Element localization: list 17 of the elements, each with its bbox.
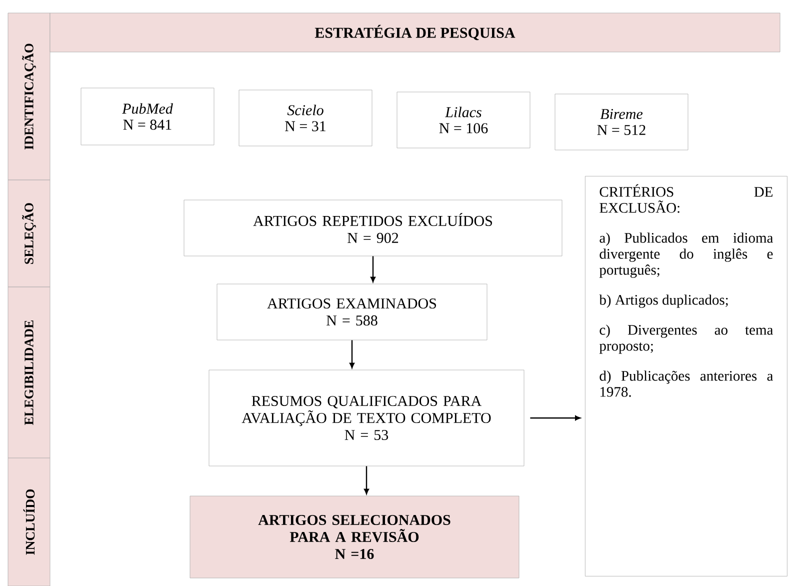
database-box: Bireme N = 512 — [554, 94, 688, 150]
process-box: ARTIGOS REPETIDOS EXCLUÍDOS N = 902 — [184, 200, 562, 256]
database-box: Lilacs N = 106 — [396, 92, 530, 148]
database-box: Scielo N = 31 — [238, 90, 372, 146]
stage-band: ELEGIBILIDADE — [8, 286, 50, 458]
arrow — [364, 466, 369, 494]
arrow — [350, 340, 354, 368]
criteria-box: CRITÉRIOS DE EXCLUSÃO: a) Publicados em idioma divergente do inglês e português; b) Artigos duplicados; c) Divergentes ao tema proposto; d) Publicações anteriores a 1978. — [585, 176, 788, 576]
stage-band: INCLUÍDO — [8, 458, 50, 586]
database-box: PubMed N = 841 — [80, 88, 214, 146]
stage-band: SELEÇÃO — [8, 180, 50, 288]
result-box: ARTIGOS SELECIONADOS PARA A REVISÃO N =16 — [190, 496, 520, 578]
process-box: RESUMOS QUALIFICADOS PARA AVALIAÇÃO DE TEXTO COMPLETO N = 53 — [208, 370, 524, 466]
process-box: ARTIGOS EXAMINADOS N = 588 — [216, 284, 488, 340]
arrow — [530, 416, 580, 420]
stage-band: IDENTIFICAÇÃO — [8, 12, 50, 180]
arrow — [370, 256, 376, 282]
